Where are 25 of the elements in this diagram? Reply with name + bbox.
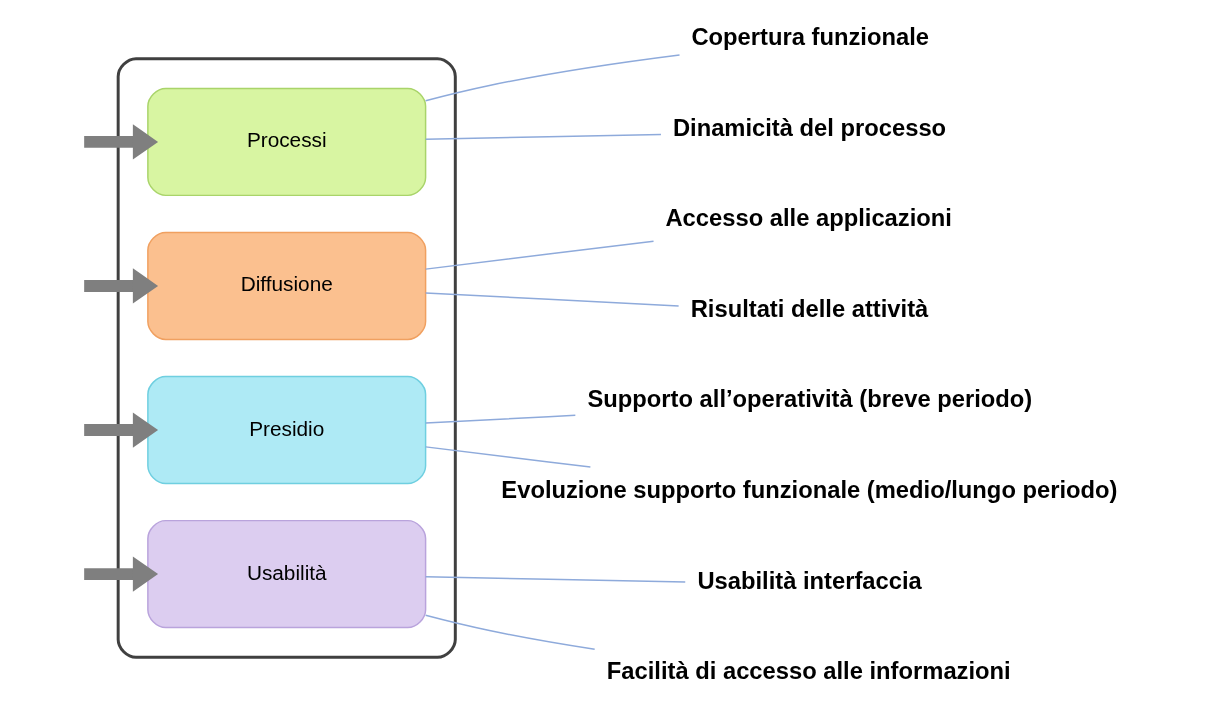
node-box: Diffusione [146,231,426,341]
connector [424,240,654,270]
arrow [83,268,158,304]
node-text: Facilità di accesso alle informazioni [606,657,1011,685]
node-text: Risultati delle attività [690,294,928,322]
connector [424,414,576,424]
connector [424,576,686,583]
node-text: Accesso alle applicazioni [664,204,952,232]
node-text: Evoluzione supporto funzionale (medio/lungo periodo) [500,476,1117,504]
connector [424,133,662,140]
node-text: Supporto all’operatività (breve periodo) [586,385,1032,413]
node-text: Usabilità interfaccia [696,566,922,594]
node-text: Dinamicità del processo [672,113,946,141]
node-box: Presidio [146,375,426,485]
connector [424,292,679,307]
connector [424,446,591,468]
node-box: Usabilità [146,519,426,629]
cluster [116,57,457,659]
connector [424,614,595,650]
node-text: Copertura funzionale [690,23,929,51]
arrow [83,412,158,448]
connector [424,54,680,102]
arrow [83,556,158,592]
node-box: Processi [146,87,426,197]
arrow [83,124,158,160]
